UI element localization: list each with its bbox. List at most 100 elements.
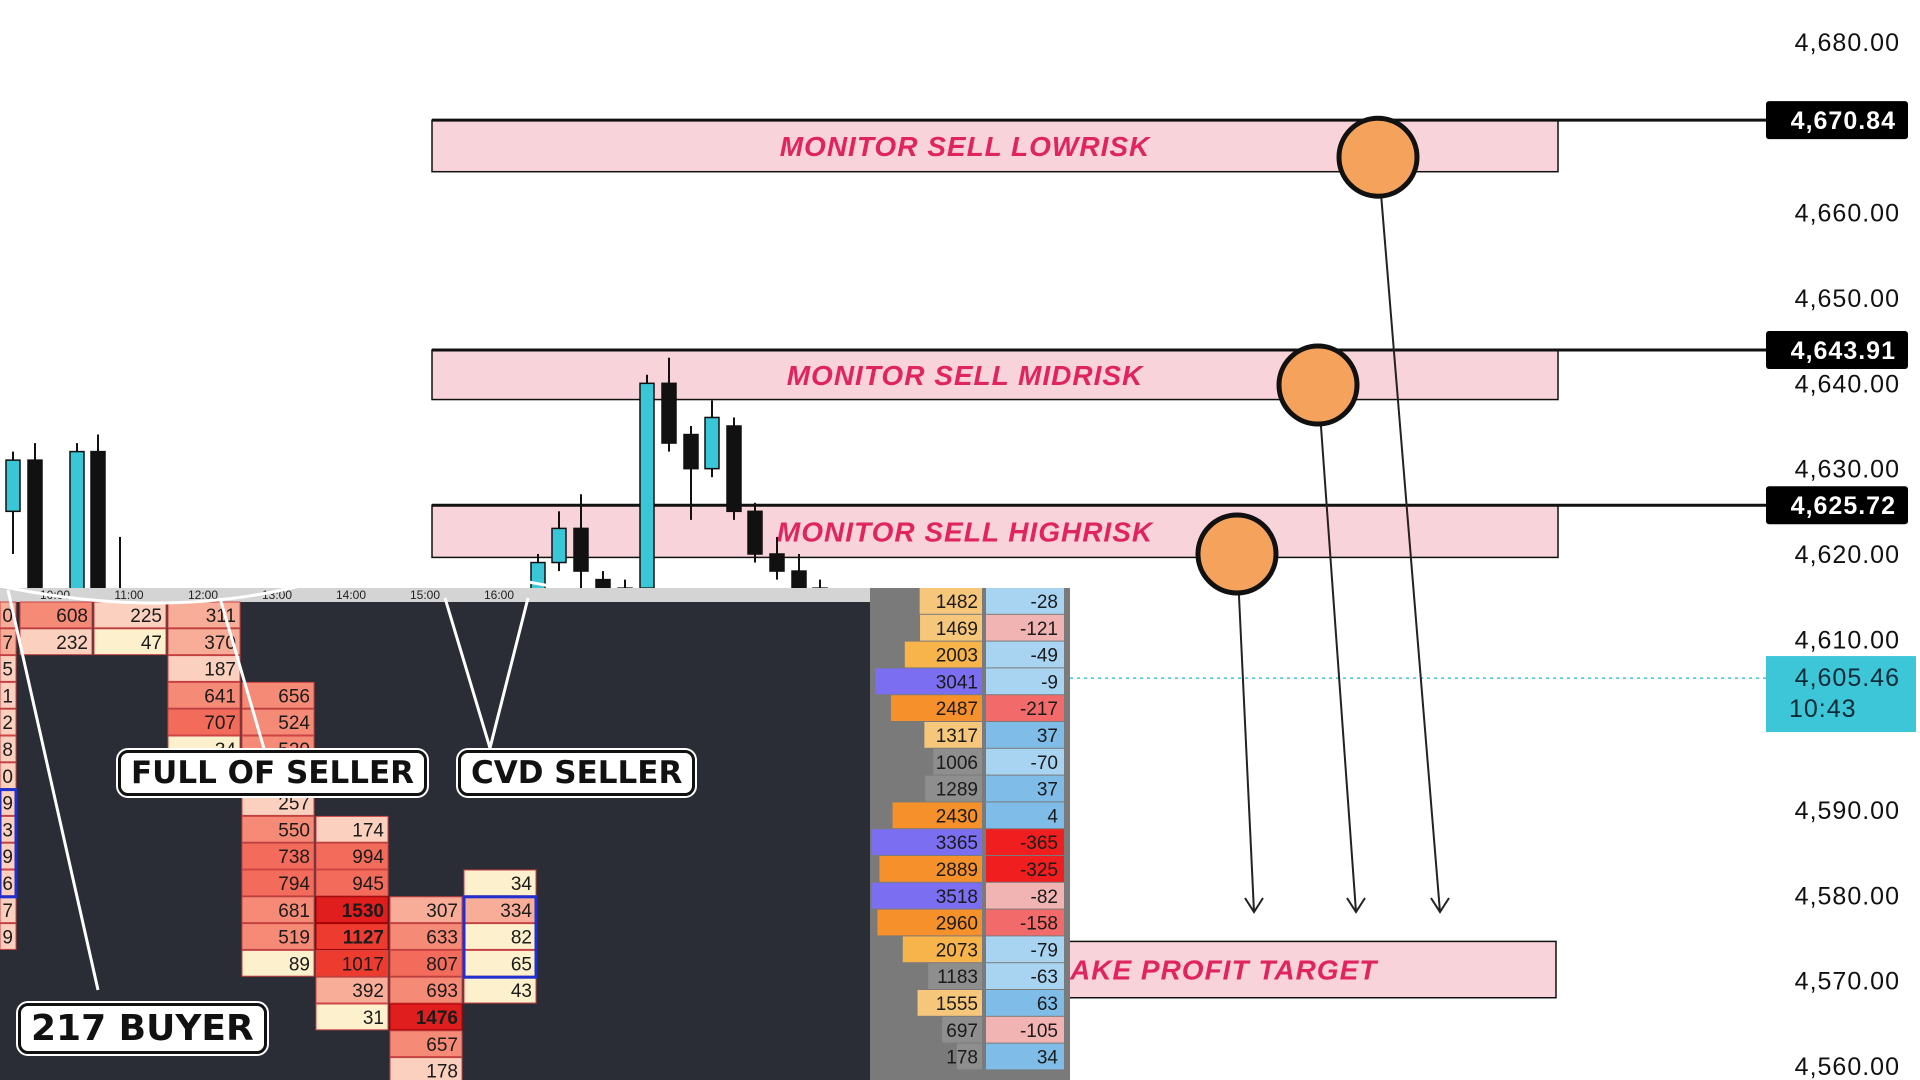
volume-bar xyxy=(956,1043,982,1070)
delta-value: -82 xyxy=(1031,887,1058,908)
delta-bar xyxy=(986,963,1064,989)
volume-value: 3365 xyxy=(936,833,978,854)
cvd-seller-callout: CVD SELLER xyxy=(458,750,696,796)
take-profit-label: AKE PROFIT TARGET xyxy=(1069,955,1379,986)
footprint-cell-value: 656 xyxy=(278,686,310,707)
buyer-callout: 217 BUYER xyxy=(18,1003,267,1054)
candle-body xyxy=(726,425,742,513)
delta-value: -70 xyxy=(1031,753,1058,774)
volume-value: 2003 xyxy=(936,646,978,667)
footprint-cell-value: 738 xyxy=(278,847,310,868)
delta-value: 34 xyxy=(1037,1048,1059,1069)
zone-price-badge xyxy=(1766,101,1908,140)
target-arrow-head xyxy=(1244,897,1264,914)
footprint-cell xyxy=(241,896,315,924)
footprint-cell xyxy=(19,601,93,629)
zone-entry-marker xyxy=(1276,343,1360,427)
candle-body xyxy=(5,459,21,513)
pointer-arc xyxy=(0,571,551,605)
footprint-cell-value: 187 xyxy=(204,660,236,681)
delta-bar xyxy=(986,909,1064,936)
volume-bar xyxy=(872,882,982,909)
zone-price-badge-label: 4,625.72 xyxy=(1791,492,1896,520)
footprint-cell xyxy=(241,681,315,709)
delta-bar xyxy=(986,856,1064,882)
full-of-seller-callout: FULL OF SELLER xyxy=(118,750,428,796)
delta-bar xyxy=(986,990,1064,1016)
footprint-cell-value: 392 xyxy=(352,981,384,1002)
footprint-cell xyxy=(463,869,537,897)
footprint-edge-value: 9 xyxy=(2,928,13,949)
sell-zone xyxy=(431,504,1559,559)
delta-bar xyxy=(986,775,1064,802)
candle-body xyxy=(704,416,720,470)
current-price-value: 4,605.46 xyxy=(1795,664,1900,692)
footprint-edge-highlight xyxy=(0,788,18,899)
delta-value: -158 xyxy=(1020,914,1058,935)
target-arrow-head xyxy=(1346,897,1366,914)
footprint-cell xyxy=(315,842,389,870)
target-arrow-line xyxy=(1236,553,1255,913)
footprint-time-label: 15:00 xyxy=(410,588,440,602)
footprint-cell xyxy=(167,628,241,656)
delta-bar xyxy=(986,588,1064,614)
delta-bar xyxy=(986,936,1064,963)
zones: MONITOR SELL LOWRISK MONITOR SELL MIDRISK… xyxy=(431,118,1766,999)
footprint-cell xyxy=(241,869,315,897)
footprint-edge-value: 2 xyxy=(2,713,13,734)
footprint-time-label: 12:00 xyxy=(188,588,218,602)
footprint-cell xyxy=(315,1003,389,1031)
volume-value: 2073 xyxy=(936,940,978,961)
footprint-edge-value: 9 xyxy=(2,847,13,868)
footprint-edge-cell xyxy=(0,735,17,763)
footprint-cell-value: 225 xyxy=(130,606,162,627)
zone-price-badge-label: 4,670.84 xyxy=(1791,107,1896,135)
delta-bar xyxy=(986,1043,1064,1070)
footprint-cell xyxy=(241,815,315,843)
footprint-time-label: 16:00 xyxy=(484,588,514,602)
footprint-cell-value: 519 xyxy=(278,928,310,949)
delta-bar xyxy=(986,748,1064,775)
volume-value: 2889 xyxy=(936,860,978,881)
price-tick-label: 4,660.00 xyxy=(1795,200,1900,228)
volume-value: 1183 xyxy=(937,967,978,988)
zone-label: MONITOR SELL LOWRISK xyxy=(780,131,1151,162)
delta-bar xyxy=(986,882,1064,909)
footprint-cell-value: 311 xyxy=(206,606,236,627)
footprint-edge-value: 3 xyxy=(2,820,13,841)
footprint-highlight-box xyxy=(462,895,538,979)
delta-value: -49 xyxy=(1031,646,1058,667)
volume-value: 1469 xyxy=(936,619,978,640)
delta-value: -79 xyxy=(1031,940,1058,961)
delta-value: -121 xyxy=(1020,619,1058,640)
footprint-cell xyxy=(167,655,241,682)
footprint-cell-value: 1530 xyxy=(342,901,384,922)
delta-bar xyxy=(986,829,1064,855)
price-tick-label: 4,610.00 xyxy=(1795,626,1900,654)
footprint-cell-value: 43 xyxy=(511,981,532,1002)
footprint-cell-value: 1476 xyxy=(416,1008,458,1029)
footprint-cell-value: 307 xyxy=(426,901,458,922)
footprint-cell-value: 994 xyxy=(352,847,384,868)
zone-label: MONITOR SELL MIDRISK xyxy=(787,360,1144,391)
zone-price-badge-label: 4,643.91 xyxy=(1791,337,1896,365)
seller-pointer-line xyxy=(218,597,267,753)
candle-body xyxy=(639,382,655,589)
volume-value: 1482 xyxy=(936,592,978,613)
footprint-cell xyxy=(389,896,463,924)
cvd-pointer-lines xyxy=(443,597,530,754)
volume-bar xyxy=(902,936,982,963)
volume-bar xyxy=(875,668,982,695)
delta-value: -9 xyxy=(1041,672,1058,693)
footprint-cell xyxy=(389,1057,463,1080)
volume-value: 697 xyxy=(946,1021,978,1042)
volume-bar xyxy=(872,829,982,855)
footprint-cell-value: 641 xyxy=(204,686,236,707)
footprint-cell-value: 681 xyxy=(278,901,310,922)
footprint-edge-cell xyxy=(0,923,17,950)
price-tick-label: 4,570.00 xyxy=(1795,968,1900,996)
zone-entry-marker xyxy=(1336,115,1420,199)
candle-body xyxy=(573,527,589,572)
